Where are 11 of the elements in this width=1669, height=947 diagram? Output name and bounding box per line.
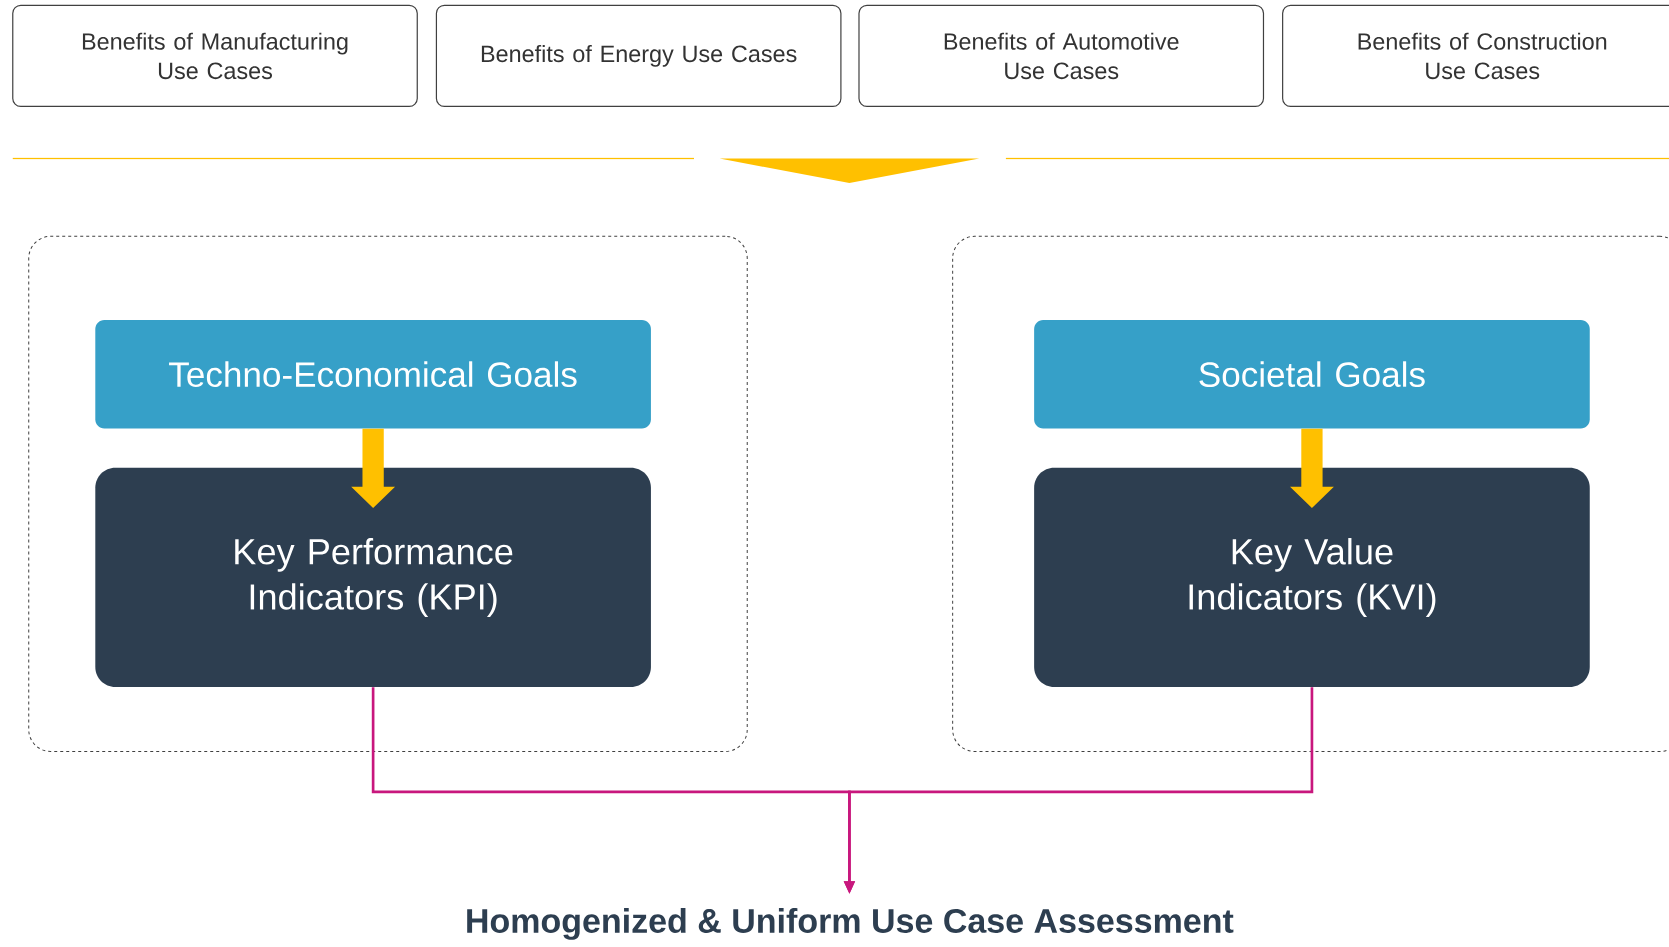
benefit-box: Benefits of Manufacturing Use Cases — [12, 4, 418, 108]
dashed-group-box — [952, 235, 1669, 752]
indicator-box: Key Performance Indicators (KPI) — [95, 467, 651, 688]
dashed-group-box — [28, 235, 748, 752]
goal-box: Societal Goals — [1034, 319, 1590, 429]
benefit-box: Benefits of Construction Use Cases — [1282, 4, 1669, 108]
goal-box: Techno-Economical Goals — [95, 319, 651, 429]
indicator-box: Key Value Indicators (KVI) — [1034, 467, 1590, 688]
benefit-box: Benefits of Energy Use Cases — [435, 4, 842, 108]
title: Homogenized & Uniform Use Case Assessment — [467, 908, 1234, 940]
benefit-box: Benefits of Automotive Use Cases — [858, 4, 1265, 108]
